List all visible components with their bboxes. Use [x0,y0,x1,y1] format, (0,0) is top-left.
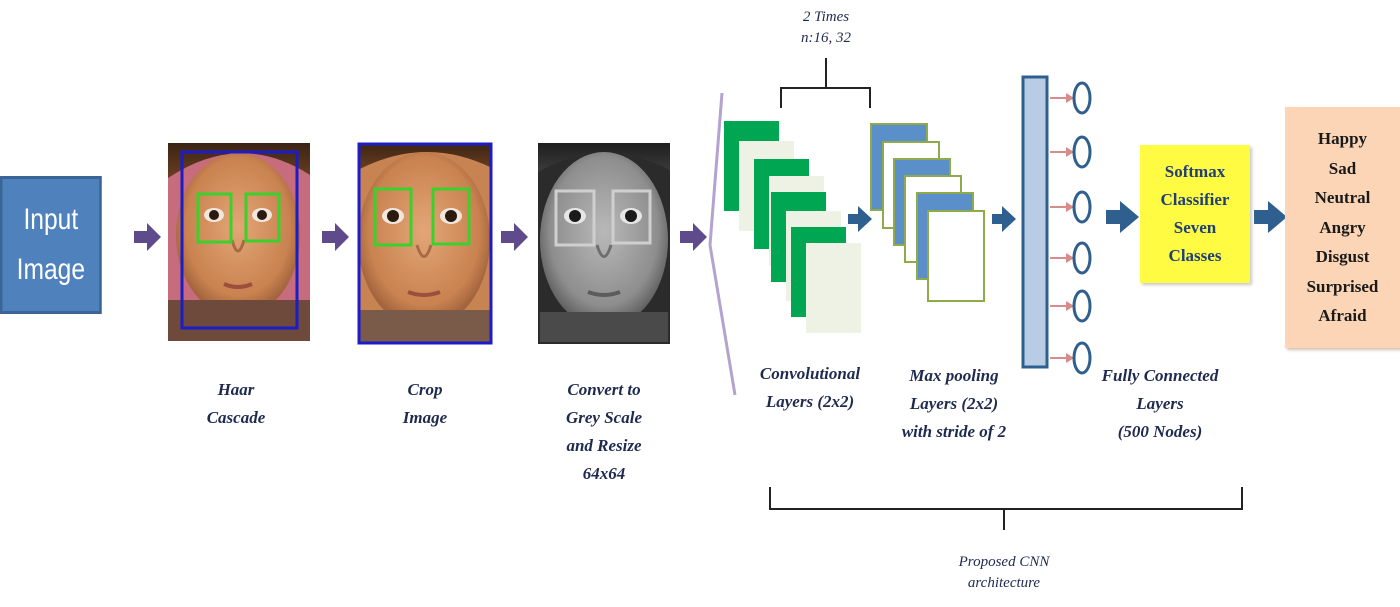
emotion-sad: Sad [1285,154,1400,184]
haar-cascade-caption: Haar Cascade [196,376,276,432]
fc-node [1050,83,1090,113]
caption-line: Layers [1098,390,1222,418]
repeat-brace [781,58,870,108]
fc-node [1050,243,1090,273]
fc-node [1050,291,1090,321]
architecture-label: Proposed CNN architecture [944,552,1064,594]
haar-cascade-photo [168,143,310,341]
softmax-classifier-box: Softmax Classifier Seven Classes [1140,145,1250,283]
caption-line: Grey Scale [554,404,654,432]
emotion-happy: Happy [1285,124,1400,154]
arrow-grey-to-cnn [680,223,707,251]
caption-line: Haar [196,376,276,404]
softmax-line: Classes [1140,242,1250,270]
emotion-afraid: Afraid [1285,301,1400,331]
caption-line: 64x64 [554,460,654,488]
caption-line: and Resize [554,432,654,460]
arrow-softmax-to-output [1254,201,1287,233]
cnn-entry-line [710,245,735,395]
fully-connected-caption: Fully Connected Layers (500 Nodes) [1098,362,1222,446]
architecture-label-line1: Proposed CNN [944,552,1064,573]
caption-line: Crop [385,376,465,404]
convolutional-layer-stack [724,121,861,333]
fully-connected-nodes [1050,83,1090,373]
greyscale-face-photo [538,143,670,344]
fc-node [1050,343,1090,373]
caption-line: Layers (2x2) [750,388,870,416]
repeat-label: 2 Times n:16, 32 [776,7,876,49]
caption-line: Max pooling [890,362,1018,390]
max-pooling-caption: Max pooling Layers (2x2) with stride of … [890,362,1018,446]
caption-line: Convert to [554,376,654,404]
repeat-label-line2: n:16, 32 [776,28,876,49]
fc-node [1050,192,1090,222]
arrow-conv-to-pool [848,206,872,232]
arrow-pool-to-fc [992,206,1016,232]
caption-line: Fully Connected [1098,362,1222,390]
max-pooling-layer-stack [871,124,984,301]
architecture-brace [770,487,1242,530]
caption-line: Layers (2x2) [890,390,1018,418]
arrow-crop-to-grey [501,223,528,251]
emotion-disgust: Disgust [1285,242,1400,272]
caption-line: Cascade [196,404,276,432]
arrow-fc-to-softmax [1106,201,1139,233]
emotion-angry: Angry [1285,213,1400,243]
caption-line: Convolutional [750,360,870,388]
arrow-haar-to-crop [322,223,349,251]
crop-image-caption: Crop Image [385,376,465,432]
emotion-classes-box: Happy Sad Neutral Angry Disgust Surprise… [1285,107,1400,348]
cropped-face-photo [358,143,492,344]
convolutional-caption: Convolutional Layers (2x2) [750,360,870,416]
cnn-entry-line [710,93,722,245]
caption-line: Image [385,404,465,432]
softmax-line: Softmax [1140,158,1250,186]
fully-connected-bar [1023,77,1047,367]
emotion-neutral: Neutral [1285,183,1400,213]
caption-line: (500 Nodes) [1098,418,1222,446]
emotion-surprised: Surprised [1285,272,1400,302]
softmax-line: Seven [1140,214,1250,242]
repeat-label-line1: 2 Times [776,7,876,28]
softmax-line: Classifier [1140,186,1250,214]
architecture-label-line2: architecture [944,573,1064,594]
caption-line: with stride of 2 [890,418,1018,446]
fc-node [1050,137,1090,167]
arrow-input-to-haar [134,223,161,251]
greyscale-caption: Convert to Grey Scale and Resize 64x64 [554,376,654,488]
